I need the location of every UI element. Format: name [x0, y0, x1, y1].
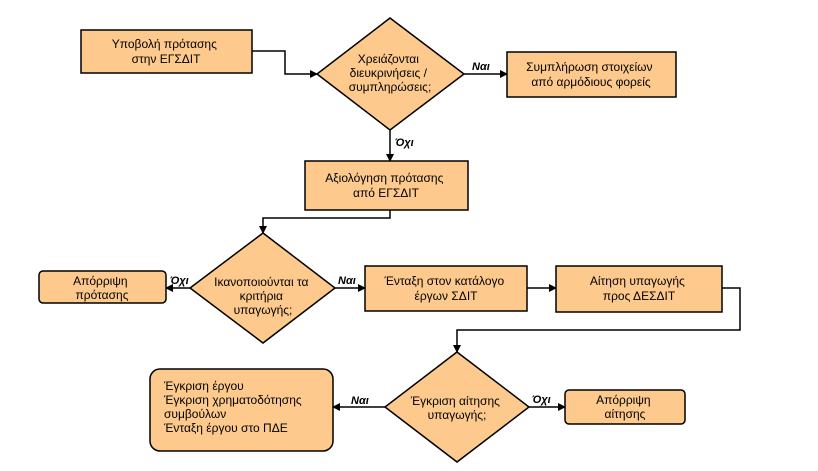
evaluate-line-2: από ΕΓΣΔΙΤ: [353, 186, 420, 200]
criteria-line-1: Ικανοποιούνται τα: [214, 275, 308, 289]
submit-text: Υποβολή πρότασης στην ΕΓΣΔΙΤ: [112, 37, 220, 66]
outcome-line-3: συμβούλων: [164, 407, 226, 421]
label-no-criteria: Όχι: [170, 275, 189, 287]
request-line-1: Αίτηση υπαγωγής: [590, 274, 685, 288]
approval-line-1: Έγκριση αίτησης: [410, 394, 500, 408]
criteria-text: Ικανοποιούνται τα κριτήρια υπαγωγής;: [214, 275, 312, 317]
evaluate-box: [304, 160, 469, 211]
reject-proposal-box: [38, 270, 167, 304]
outcome-box: [149, 368, 334, 452]
submit-line-1: Υποβολή πρότασης: [112, 37, 217, 51]
clarify-line-2: διευκρινήσεις /: [350, 66, 428, 80]
include-line-2: έργων ΣΔΙΤ: [415, 289, 479, 303]
connector-evaluate-to-criteria: [259, 210, 391, 234]
include-text: Ένταξη στον κατάλογο έργων ΣΔΙΤ: [383, 274, 507, 303]
request-line-2: προς ΔΕΣΔΙΤ: [603, 289, 676, 303]
connector-request-to-approval: [453, 287, 741, 353]
clarify-diamond: [315, 17, 466, 131]
criteria-line-2: κριτήρια: [240, 289, 283, 303]
complete-box: [506, 51, 677, 98]
label-yes-clarify: Ναι: [472, 61, 490, 73]
reject-request-line-2: αίτησης: [605, 407, 646, 421]
include-box: [364, 265, 528, 312]
clarify-line-1: Χρειάζονται: [358, 52, 419, 66]
reject-proposal-text: Απόρριψη πρότασης: [73, 274, 131, 302]
label-no-clarify: Όχι: [395, 137, 414, 149]
complete-line-1: Συμπλήρωση στοιχείων: [526, 60, 652, 74]
approval-text: Έγκριση αίτησης υπαγωγής;: [410, 394, 504, 422]
reject-request-line-1: Απόρριψη: [596, 393, 651, 407]
clarify-text: Χρειάζονται διευκρινήσεις / συμπληρώσεις…: [349, 52, 432, 94]
criteria-diamond: [188, 232, 337, 344]
approval-line-2: υπαγωγής;: [428, 408, 487, 422]
submit-line-2: στην ΕΓΣΔΙΤ: [132, 52, 202, 66]
evaluate-line-1: Αξιολόγηση πρότασης: [325, 171, 443, 185]
outcome-line-2: Έγκριση χρηματοδότησης: [163, 393, 302, 407]
evaluate-text: Αξιολόγηση πρότασης από ΕΓΣΔΙΤ: [325, 171, 446, 200]
complete-line-2: από αρμόδιους φορείς: [531, 75, 651, 89]
request-text: Αίτηση υπαγωγής προς ΔΕΣΔΙΤ: [590, 274, 688, 303]
outcome-line-1: Έγκριση έργου: [163, 379, 244, 393]
outcome-text: Έγκριση έργου Έγκριση χρηματοδότησης συμ…: [163, 379, 305, 435]
request-box: [555, 265, 723, 313]
criteria-line-3: υπαγωγής;: [234, 303, 293, 317]
label-yes-criteria: Ναι: [338, 275, 356, 287]
complete-text: Συμπλήρωση στοιχείων από αρμόδιους φορεί…: [526, 60, 656, 89]
outcome-line-4: Ένταξη έργου στο ΠΔΕ: [163, 421, 288, 435]
connector-submit-to-clarify: [252, 50, 318, 78]
label-no-approval: Όχι: [532, 394, 551, 406]
reject-proposal-line-2: πρότασης: [76, 288, 129, 302]
reject-request-box: [564, 389, 686, 425]
include-line-1: Ένταξη στον κατάλογο: [383, 274, 504, 288]
clarify-line-3: συμπληρώσεις;: [349, 80, 432, 94]
approval-diamond: [383, 351, 531, 463]
submit-box: [80, 29, 253, 74]
reject-request-text: Απόρριψη αίτησης: [596, 393, 654, 421]
label-yes-approval: Ναι: [351, 395, 369, 407]
reject-proposal-line-1: Απόρριψη: [73, 274, 128, 288]
